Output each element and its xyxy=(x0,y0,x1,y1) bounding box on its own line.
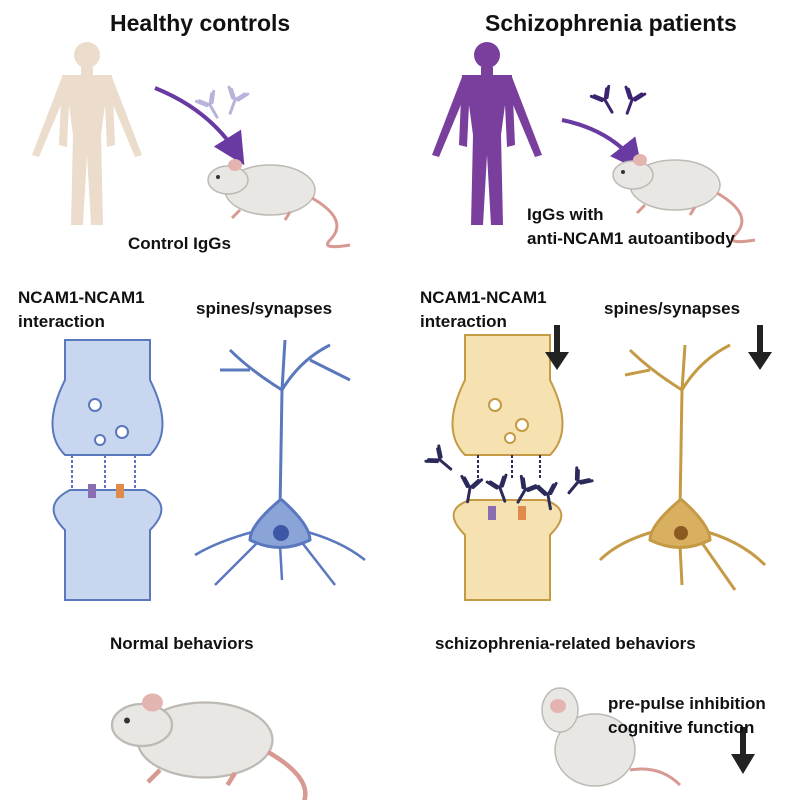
sitting-mouse xyxy=(541,687,682,787)
healthy-neuron xyxy=(194,339,366,586)
iggs-with-label: IgGs with xyxy=(527,205,604,224)
anti-ncam1-label: anti-NCAM1 autoantibody xyxy=(527,229,735,248)
patient-neuron xyxy=(598,343,767,591)
decrease-arrows xyxy=(545,325,772,774)
schizophrenia-behaviors-label: schizophrenia-related behaviors xyxy=(435,634,696,653)
schizophrenia-patients-title: Schizophrenia patients xyxy=(485,10,737,36)
injection-arrow xyxy=(561,118,643,172)
spines-label: spines/synapses xyxy=(604,299,741,318)
interaction-label-line2: interaction xyxy=(420,312,507,331)
normal-behavior-mouse xyxy=(112,694,325,800)
cognitive-function-label: cognitive function xyxy=(608,718,755,737)
pre-pulse-inhibition-label: pre-pulse inhibition xyxy=(608,694,766,713)
interaction-label-line1: NCAM1-NCAM1 xyxy=(18,288,145,307)
patient-human-figure xyxy=(432,42,542,225)
interaction-label-line1: NCAM1-NCAM1 xyxy=(420,288,547,307)
anti-ncam1-antibodies xyxy=(589,84,647,119)
patient-synapse xyxy=(451,334,564,601)
injection-arrow xyxy=(154,86,245,166)
interaction-label-line2: interaction xyxy=(18,312,105,331)
healthy-human-figure xyxy=(32,42,142,225)
healthy-controls-title: Healthy controls xyxy=(110,10,291,36)
spines-label: spines/synapses xyxy=(196,299,333,318)
control-iggs-label: Control IgGs xyxy=(128,234,231,253)
healthy-synapse xyxy=(51,339,164,601)
normal-behaviors-label: Normal behaviors xyxy=(110,634,254,653)
